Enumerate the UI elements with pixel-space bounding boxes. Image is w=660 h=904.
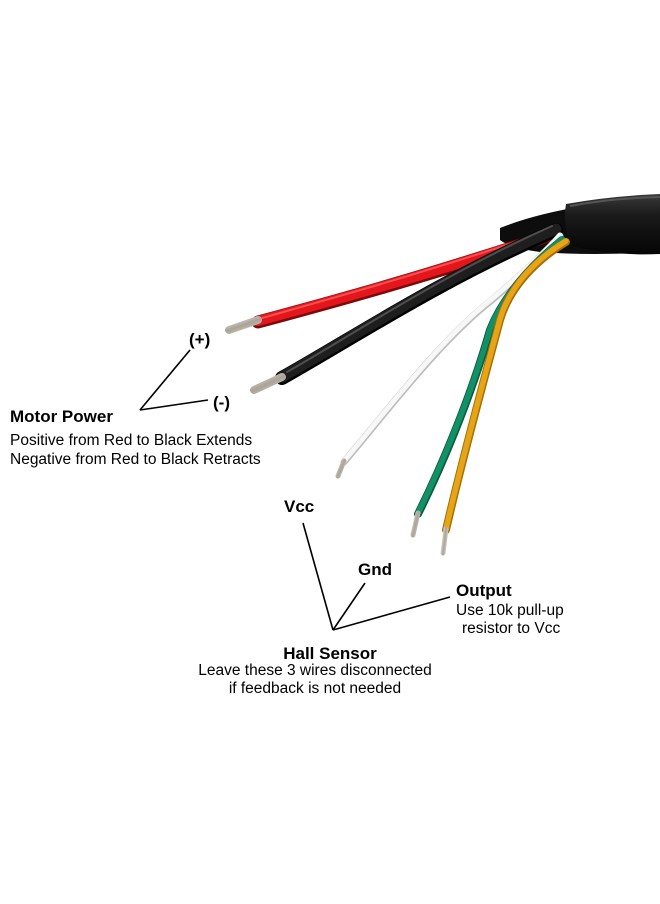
motor-power-line1: Positive from Red to Black Extends bbox=[10, 432, 253, 449]
output-note-line2: resistor to Vcc bbox=[462, 620, 561, 637]
motor-power-line2: Negative from Red to Black Retracts bbox=[10, 451, 261, 468]
hall-sensor-leader-lines bbox=[302, 522, 451, 631]
minus-terminal-label: (-) bbox=[213, 393, 230, 412]
gnd-label: Gnd bbox=[358, 560, 392, 579]
motor-power-title: Motor Power bbox=[10, 407, 113, 426]
hall-sensor-title: Hall Sensor bbox=[283, 644, 377, 663]
output-label: Output bbox=[456, 581, 512, 600]
black-wire bbox=[250, 223, 563, 394]
vcc-label: Vcc bbox=[284, 497, 315, 516]
plus-terminal-label: (+) bbox=[189, 330, 211, 349]
hall-sensor-line2: if feedback is not needed bbox=[228, 680, 402, 697]
yellow-wire bbox=[440, 238, 570, 556]
hall-sensor-line1: Leave these 3 wires disconnected bbox=[198, 662, 432, 679]
motor-power-leader-lines bbox=[139, 349, 209, 411]
output-note-line1: Use 10k pull-up bbox=[456, 602, 564, 619]
